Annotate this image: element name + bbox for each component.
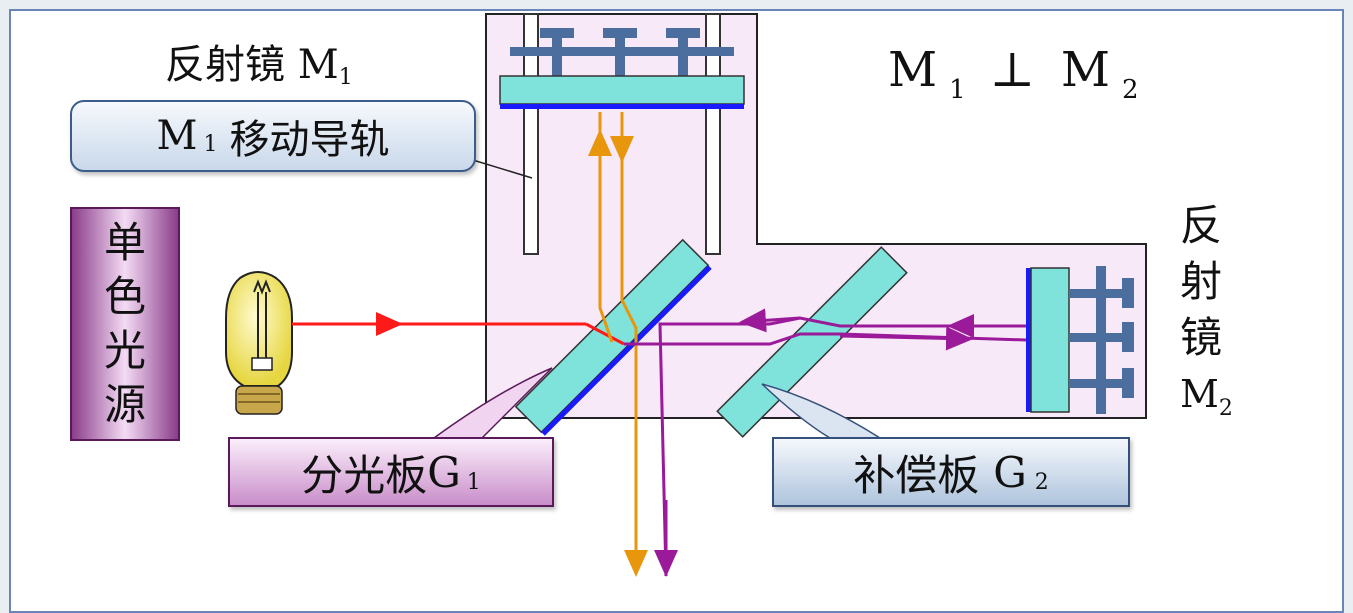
mirror-m2-symbol: M <box>1180 372 1219 416</box>
m2-path-return-arrow-2 <box>739 308 801 333</box>
source-beam-refract <box>585 322 625 346</box>
mirror-m2-subscript: 2 <box>1218 396 1233 421</box>
mirror-m1 <box>499 75 745 105</box>
g2-callout-subscript: 2 <box>1034 469 1049 495</box>
g2-callout-symbol: G <box>993 447 1027 497</box>
perp-symbol: ⊥ <box>989 42 1037 98</box>
mirror-m2-label-char-2: 射 <box>1180 257 1223 306</box>
g1-callout-pointer <box>433 367 553 439</box>
rail-callout-symbol: M <box>156 113 198 159</box>
interferometer-drawing <box>225 13 1147 577</box>
source-char-3: 光 <box>103 326 146 375</box>
mirror-m2-label: 反 射 镜 M2 <box>1180 198 1233 429</box>
mirror-m2-symbol-line: M2 <box>1180 366 1233 429</box>
g1-callout-symbol: G <box>427 447 461 497</box>
mirror-m2-label-char-1: 反 <box>1180 201 1223 250</box>
mirror-m1-label: 反射镜 M1 <box>165 32 353 90</box>
g1-callout-text: 分光板 <box>301 450 428 500</box>
m1-path-down <box>620 112 638 574</box>
perp-m1-symbol: M <box>888 42 940 98</box>
mirror-m2-label-char-3: 镜 <box>1180 313 1223 362</box>
mirror-m1-symbol: M <box>297 42 339 88</box>
light-source-label: 单 色 光 源 <box>70 207 180 441</box>
source-char-1: 单 <box>103 218 146 267</box>
source-char-2: 色 <box>103 272 146 321</box>
perp-m2-subscript: 2 <box>1122 75 1141 105</box>
g2-callout-pointer <box>761 383 881 439</box>
rail-callout-subscript: 1 <box>203 131 218 157</box>
m2-adjust-screws <box>1069 266 1134 414</box>
light-bulb-icon <box>225 271 293 415</box>
g1-callout-subscript: 1 <box>466 469 481 495</box>
m2-path-out-arrow <box>839 326 973 351</box>
mirror-m1-subscript: 1 <box>338 65 353 90</box>
m1-guide-rail-right <box>705 13 721 255</box>
compensator-plate-g2 <box>716 246 908 438</box>
g2-callout-text: 补偿板 <box>853 450 980 500</box>
m1-adjust-screws <box>540 28 700 76</box>
source-char-4: 源 <box>103 380 146 429</box>
perp-m2-symbol: M <box>1060 42 1112 98</box>
mirror-m2 <box>1030 267 1070 413</box>
mirror-m1-label-text: 反射镜 <box>165 42 285 88</box>
mirror-m1-reflective-face <box>500 104 744 109</box>
m2-path-return <box>658 316 1026 577</box>
m1-guide-rail-left <box>523 13 539 255</box>
perp-m1-subscript: 1 <box>949 75 968 105</box>
rail-callout-text: 移动导轨 <box>229 117 390 163</box>
mirror-m2-reflective-face <box>1026 268 1031 412</box>
